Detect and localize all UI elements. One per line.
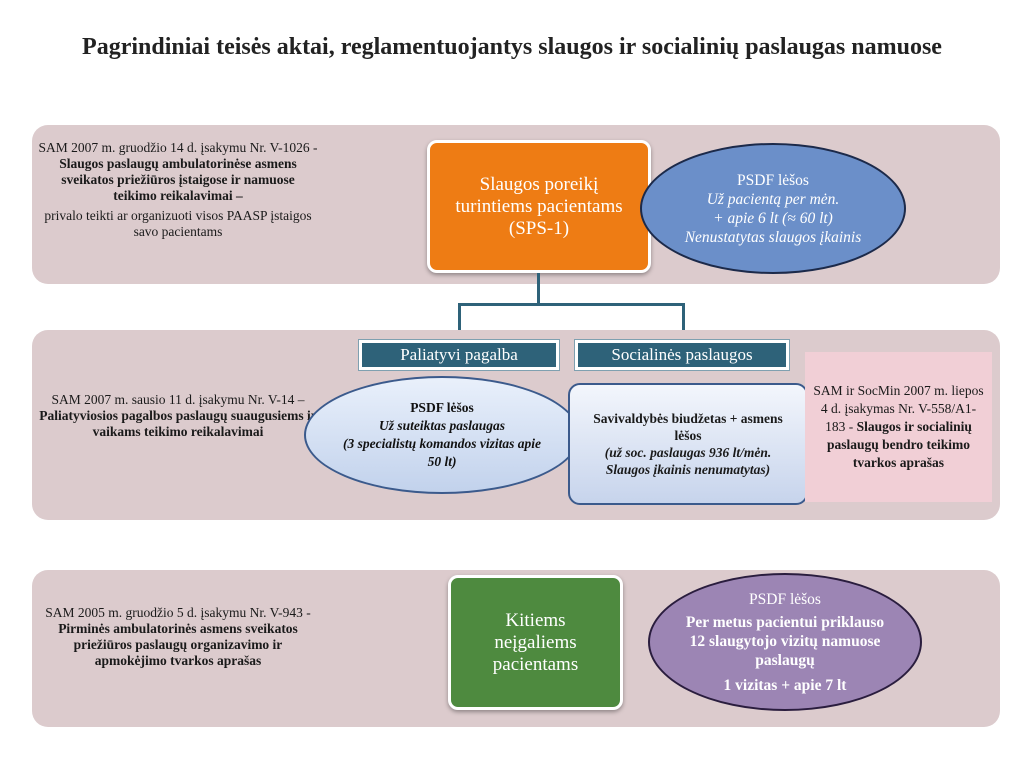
social-services-price: (už soc. paslaugas 936 lt/mėn.	[604, 445, 772, 460]
legal-act-palliative-title: Paliatyviosios pagalbos paslaugų suaugus…	[39, 408, 317, 439]
legal-act-primary-care: SAM 2005 m. gruodžio 5 d. įsakymu Nr. V-…	[38, 605, 318, 669]
connector-right-drop	[682, 303, 685, 343]
social-services-label: Socialinės paslaugos	[575, 340, 789, 370]
team-visit-price: (3 specialistų komandos vizitas apie 50 …	[342, 436, 541, 469]
legal-act-palliative-ref: SAM 2007 m. sausio 11 d. įsakymu Nr. V-1…	[51, 392, 305, 407]
visit-price: 1 vizitas + apie 7 lt	[723, 676, 847, 694]
legal-act-joint-services: SAM ir SocMin 2007 m. liepos 4 d. įsakym…	[805, 352, 992, 502]
budget-source: Savivaldybės biudžetas + asmens lėšos	[593, 411, 783, 443]
price-estimate: + apie 6 lt (≈ 60 lt)	[713, 209, 833, 227]
no-nursing-rate: Nenustatytas slaugos įkainis	[684, 228, 862, 246]
legal-act-joint-ref: SAM ir SocMin 2007 m. liepos 4 d. įsakym…	[813, 383, 984, 434]
psdf-funding-ellipse-sps1: PSDF lėšos Už pacientą per mėn. + apie 6…	[640, 143, 906, 274]
psdf-funding-ellipse-palliative: PSDF lėšos Už suteiktas paslaugas (3 spe…	[304, 376, 580, 494]
legal-act-sps1-note: privalo teikti ar organizuoti visos PAAS…	[44, 208, 312, 239]
palliative-care-label: Paliatyvi pagalba	[359, 340, 559, 370]
other-disabled-patients-box: Kitiems neįgaliems pacientams	[448, 575, 623, 710]
psdf-label: PSDF lėšos	[410, 400, 474, 415]
legal-act-primary-title: Pirminės ambulatorinės asmens sveikatos …	[58, 621, 298, 668]
page-title: Pagrindiniai teisės aktai, reglamentuoja…	[82, 34, 942, 60]
connector-vertical-top	[537, 273, 540, 305]
psdf-label: PSDF lėšos	[749, 590, 821, 608]
legal-act-joint-title: Slaugos ir socialinių paslaugų bendro te…	[826, 419, 972, 470]
municipal-budget-box: Savivaldybės biudžetas + asmens lėšos (u…	[568, 383, 808, 505]
psdf-funding-ellipse-visits: PSDF lėšos Per metus pacientui priklauso…	[648, 573, 922, 711]
nursing-rate-missing: Slaugos įkainis nenumatytas)	[605, 462, 771, 477]
payment-per-service: Už suteiktas paslaugas	[378, 418, 506, 433]
annual-visits: Per metus pacientui priklauso 12 slaugyt…	[685, 613, 885, 669]
psdf-label: PSDF lėšos	[737, 171, 809, 189]
legal-act-primary-ref: SAM 2005 m. gruodžio 5 d. įsakymu Nr. V-…	[45, 605, 311, 620]
per-patient-month: Už pacientą per mėn.	[706, 190, 840, 208]
legal-act-palliative: SAM 2007 m. sausio 11 d. įsakymu Nr. V-1…	[38, 392, 318, 440]
sps1-patients-box: Slaugos poreikį turintiems pacientams (S…	[427, 140, 651, 273]
legal-act-sps1-ref: SAM 2007 m. gruodžio 14 d. įsakymu Nr. V…	[38, 140, 318, 155]
connector-horizontal	[458, 303, 685, 306]
legal-act-sps1: SAM 2007 m. gruodžio 14 d. įsakymu Nr. V…	[38, 140, 318, 240]
connector-left-drop	[458, 303, 461, 343]
legal-act-sps1-title: Slaugos paslaugų ambulatorinėse asmens s…	[59, 156, 297, 203]
